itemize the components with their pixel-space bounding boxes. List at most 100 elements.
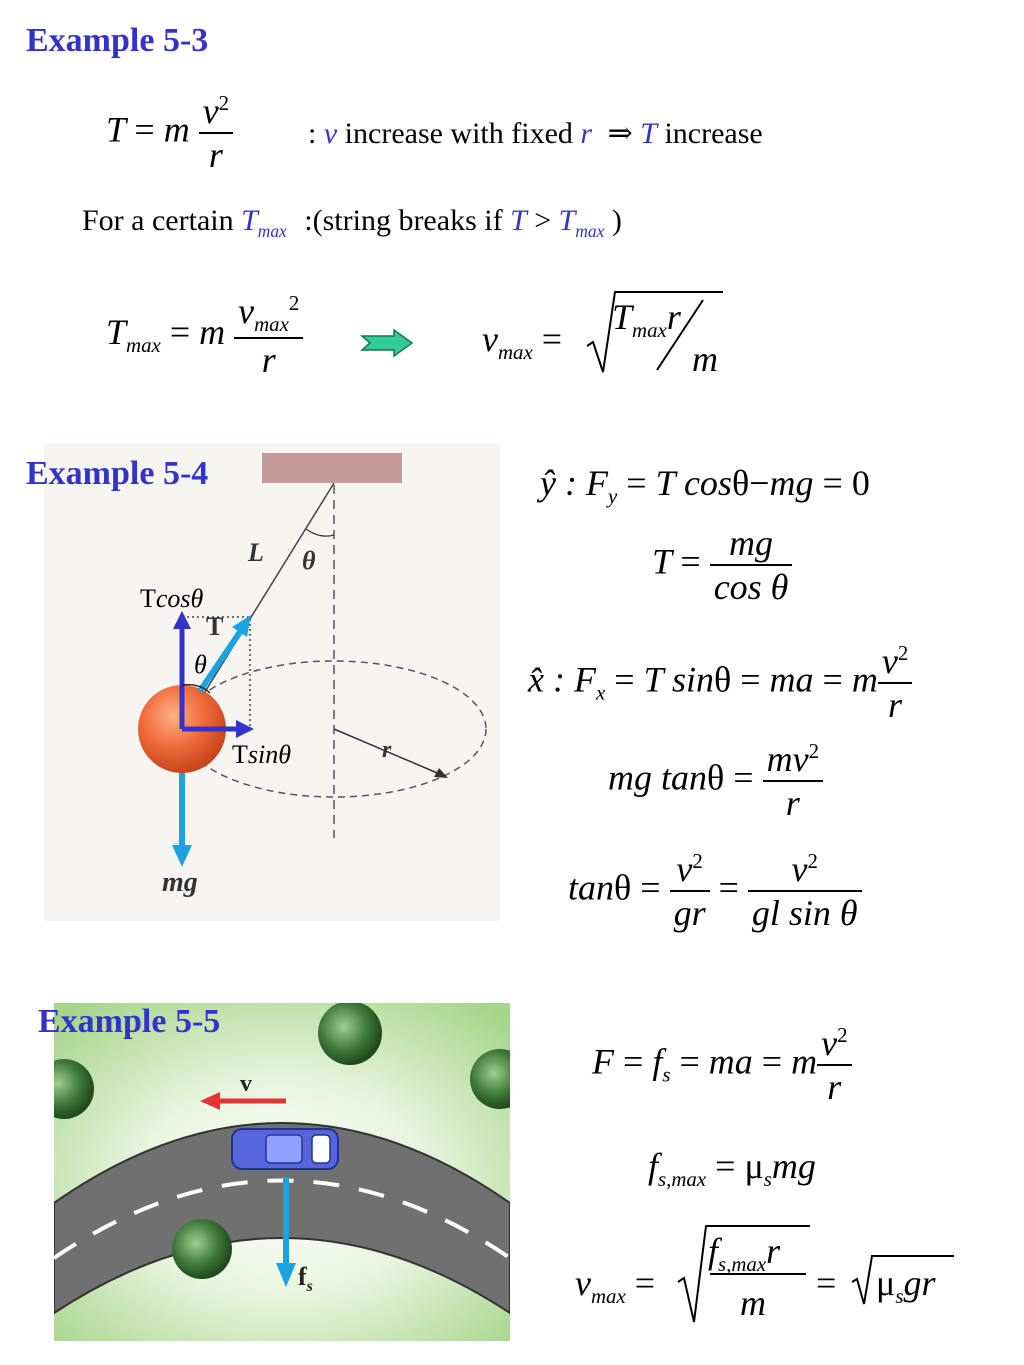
y-mg: mg [769,463,814,503]
line2-tmax2: Tmax [558,204,605,241]
line2-T2: T [510,204,527,237]
road-centerline [54,1178,510,1260]
vm-rhs-root: μsgr [876,1262,935,1309]
f-exp: 2 [837,1023,848,1047]
tsin-arrowhead-icon [236,720,254,738]
tcos-T: T [140,584,156,613]
mf-eq: = [715,1146,736,1186]
example-5-4-heading: Example 5-4 [26,455,209,492]
vm-num-r: r [766,1231,781,1271]
ball-theta-label: θ [194,650,207,679]
tt-fraction2: v2 gl sin θ [747,848,862,934]
note-r: r [580,117,593,150]
tt-num1: v [676,849,693,889]
eq2-m: m [199,311,226,352]
mf-mg: mg [771,1146,816,1186]
friction-label: fs [298,1262,313,1295]
ex3-vmax-equation: vmax = [482,318,562,365]
tan-num: mv [766,739,809,779]
eq2-eqsign: = [169,311,191,352]
y-hat: ŷ [540,463,556,503]
tan-exp: 2 [808,739,819,763]
tan-eq: = [733,757,754,798]
theta-top-label: θ [302,546,316,575]
line2-T3: T [558,204,576,237]
eq3-r: r [666,297,681,337]
tsin-rest: sinθ [248,740,291,769]
friction-f: f [298,1262,307,1291]
ex5-sqrt-sign-1 [677,1225,810,1323]
ex3-eq1-eqsign: = [134,109,155,150]
x-fraction: v2 r [877,640,913,726]
note-v: v [323,117,338,150]
velocity-label: v [240,1071,252,1097]
theta-arc [305,528,335,537]
ex4-x-equation: x̂ : Fx = T sinθ = ma = m v2 r [528,640,913,726]
t-eq: = [680,541,701,582]
line2-sub: max [257,221,287,241]
line2-prefix: For a certain [82,204,234,237]
eq2-den: r [261,340,276,381]
tt-eq: = [640,867,661,908]
weight-arrowhead-icon [172,845,192,867]
line2-gt: > [534,204,552,237]
ex4-tan-theta-equation: tanθ = v2 gr = v2 gl sin θ [568,848,862,934]
x-eq: = [614,659,635,700]
f-m: m [791,1041,818,1082]
eq2-num: v [238,291,255,331]
ex3-sqrt-sign [586,291,723,373]
figure-background [44,443,500,921]
y-F: F [585,463,608,503]
note-text: increase with fixed [344,117,573,150]
eq2-fraction: vmax2 r [234,290,304,381]
x-sub: x [595,680,606,705]
ex3-eq1-exp: 2 [218,91,230,115]
radius-arrowhead-icon [434,768,448,778]
vm-mu: μ [876,1263,896,1303]
tt-exp1: 2 [692,849,703,873]
example-5-3-heading: Example 5-3 [26,22,209,59]
vm-numerator: fs,maxr [708,1230,780,1277]
f-F: F [592,1041,614,1082]
mf-mu: μ [744,1146,764,1186]
y-eq2: = [822,463,843,503]
x-colon: : [552,659,565,700]
tt-exp2: 2 [807,849,818,873]
radius-label: r [382,737,392,763]
vm-sub: max [590,1284,626,1309]
tt-fraction1: v2 gr [669,848,710,934]
t-num: mg [709,522,793,566]
x-eq2: = [740,659,761,700]
x-exp: 2 [897,641,909,665]
eq3-m: m [692,339,718,379]
tcos-rest: cosθ [156,584,204,613]
ceiling-block [262,453,402,483]
tcos-label: Tcosθ [140,584,204,613]
velocity-arrowhead-icon [200,1092,220,1110]
vm-gr: gr [903,1263,936,1303]
tan-tan: tan [661,757,708,798]
car-icon [231,1128,339,1170]
tt-tan: tan [568,867,615,908]
ex4-tan-equation: mg tanθ = mv2 r [608,738,823,824]
eq2-exp: 2 [288,291,300,315]
t-den: cos θ [713,567,789,607]
note-tail: increase [664,117,763,150]
tension-arrowhead-icon [232,615,251,637]
x-eq3: = [822,659,843,700]
ex5-force-equation: F = fs = ma = m v2 r [592,1022,852,1108]
mf-sub: s,max [658,1167,707,1192]
orbit-ellipse [181,660,487,798]
ex5-sqrt-sign-2 [851,1255,954,1305]
tree-icon [54,1059,94,1119]
ex3-eq1-num: v [202,91,219,131]
vm-rhs: = [816,1262,836,1304]
t-T: T [652,541,672,582]
y-zero: 0 [851,463,870,503]
x-ma: ma [769,659,814,700]
ex5-max-friction-equation: fs,max = μsmg [648,1145,816,1192]
tt-den1: gr [673,893,706,933]
y-sub: y [607,484,618,509]
y-cos: cos [683,463,732,503]
ex3-eq1-den: r [208,135,223,175]
